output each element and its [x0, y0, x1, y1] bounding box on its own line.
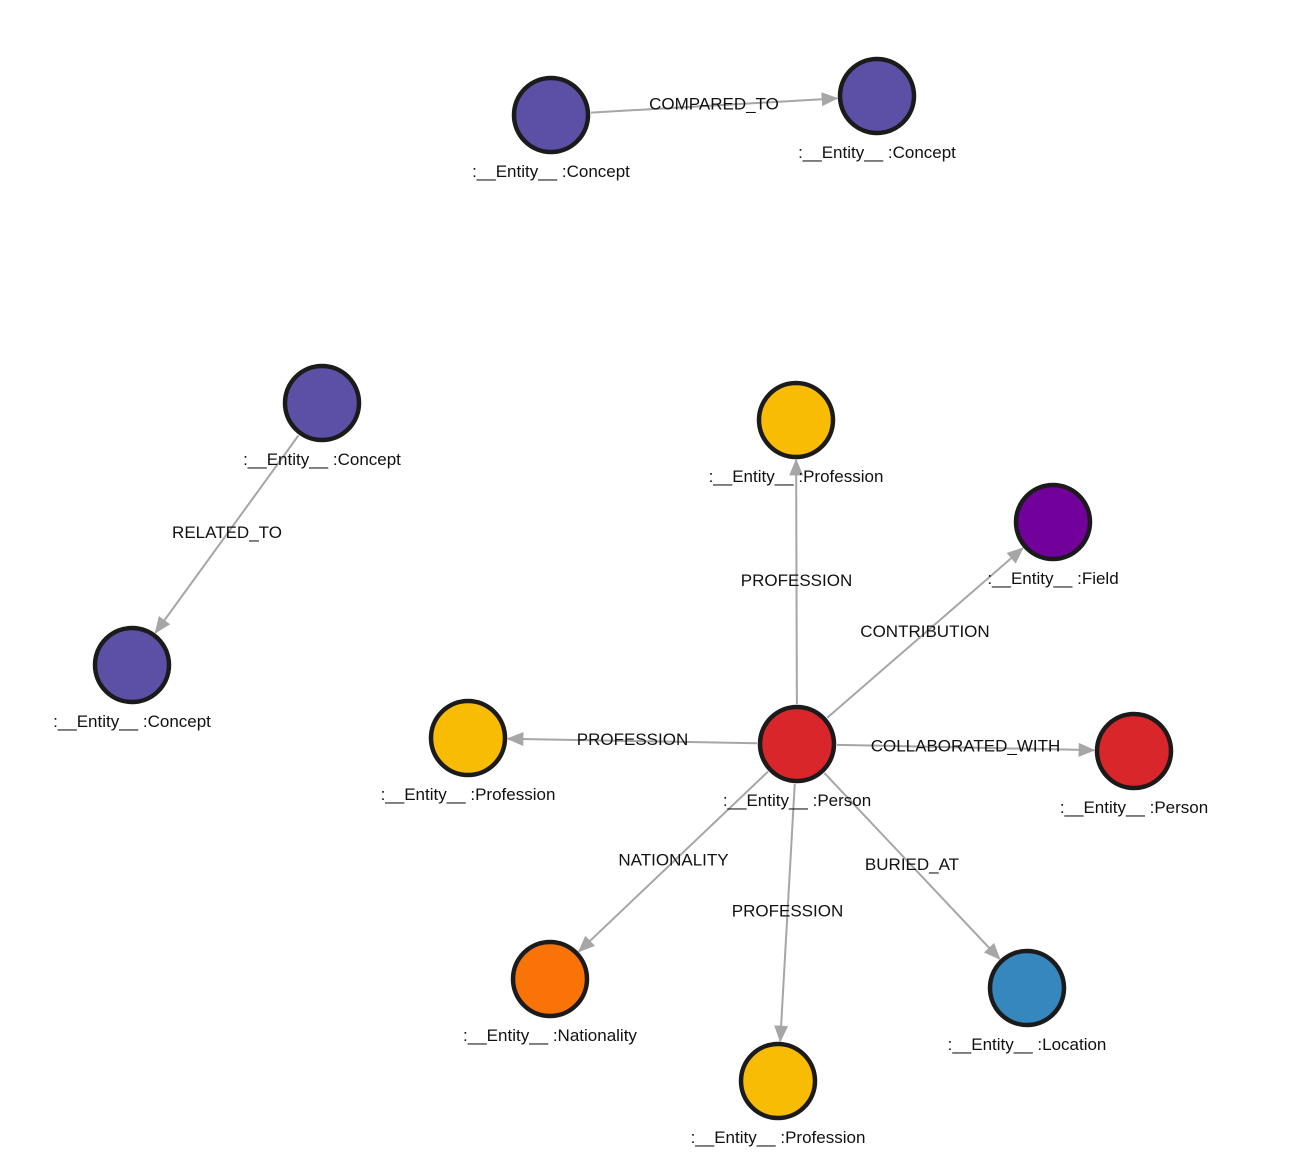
- node-nationality[interactable]: [510, 939, 590, 1019]
- node-field[interactable]: [1013, 482, 1093, 562]
- node-caption-concept-d: :__Entity__ :Concept: [53, 712, 211, 731]
- relationship-label[interactable]: COLLABORATED_WITH: [871, 737, 1061, 756]
- node-caption-person-center: :__Entity__ :Person: [723, 791, 871, 810]
- node-caption-person-right: :__Entity__ :Person: [1060, 798, 1208, 817]
- relationship-buried_at[interactable]: [823, 772, 1001, 960]
- relationship-profession[interactable]: [774, 783, 796, 1043]
- relationship-label[interactable]: PROFESSION: [577, 730, 688, 749]
- node-concept-b[interactable]: [837, 56, 917, 136]
- node-caption-concept-b: :__Entity__ :Concept: [798, 143, 956, 162]
- relationship-compared_to[interactable]: [590, 92, 839, 114]
- relationship-label[interactable]: PROFESSION: [741, 571, 852, 590]
- node-profession-left[interactable]: [428, 698, 508, 778]
- node-caption-location: :__Entity__ :Location: [948, 1035, 1107, 1054]
- node-caption-nationality: :__Entity__ :Nationality: [463, 1026, 637, 1045]
- relationship-profession[interactable]: [789, 458, 804, 705]
- node-concept-a[interactable]: [511, 75, 591, 155]
- relationship-label[interactable]: PROFESSION: [732, 902, 843, 921]
- relationship-label[interactable]: RELATED_TO: [172, 523, 282, 542]
- node-caption-concept-a: :__Entity__ :Concept: [472, 162, 630, 181]
- relationship-collaborated_with[interactable]: [836, 742, 1096, 757]
- node-profession-bottom[interactable]: [738, 1041, 818, 1121]
- node-concept-c[interactable]: [282, 363, 362, 443]
- relationship-related_to[interactable]: [154, 434, 300, 634]
- node-person-center[interactable]: [757, 704, 837, 784]
- relationship-label[interactable]: NATIONALITY: [618, 851, 728, 870]
- relationship-nationality[interactable]: [577, 770, 769, 953]
- node-person-right[interactable]: [1094, 711, 1174, 791]
- relationship-label[interactable]: CONTRIBUTION: [860, 622, 989, 641]
- node-caption-concept-c: :__Entity__ :Concept: [243, 450, 401, 469]
- node-caption-field: :__Entity__ :Field: [987, 569, 1118, 588]
- relationship-contribution[interactable]: [826, 547, 1024, 719]
- relationship-label[interactable]: COMPARED_TO: [649, 95, 779, 114]
- node-caption-profession-top: :__Entity__ :Profession: [709, 467, 884, 486]
- relationship-profession[interactable]: [506, 732, 758, 747]
- relationship-label[interactable]: BURIED_AT: [865, 855, 959, 874]
- node-profession-top[interactable]: [756, 380, 836, 460]
- node-caption-profession-left: :__Entity__ :Profession: [381, 785, 556, 804]
- node-caption-profession-bottom: :__Entity__ :Profession: [691, 1128, 866, 1147]
- node-location[interactable]: [987, 948, 1067, 1028]
- node-concept-d[interactable]: [92, 625, 172, 705]
